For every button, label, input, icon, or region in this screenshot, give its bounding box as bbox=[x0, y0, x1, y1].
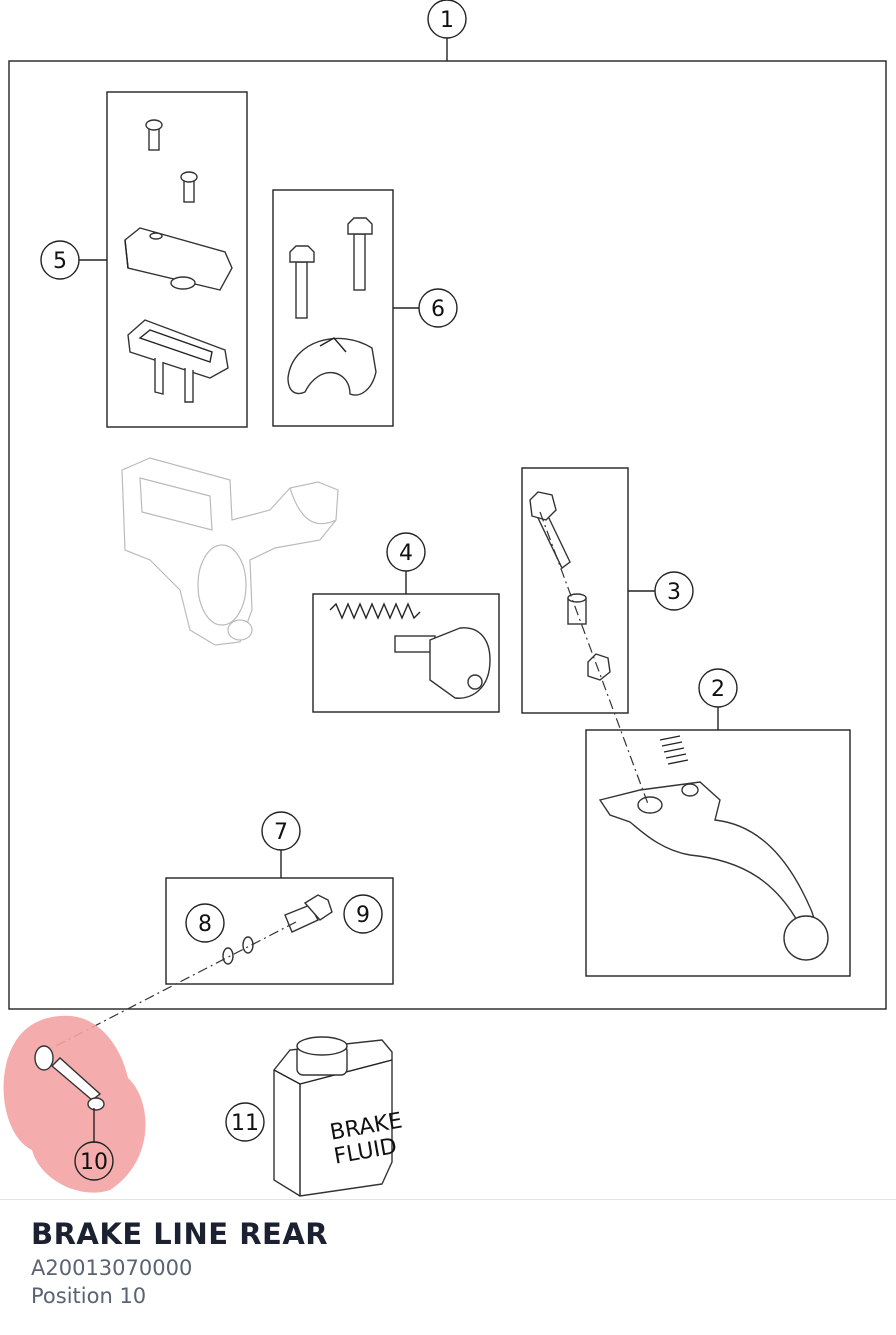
part-number: A20013070000 bbox=[31, 1256, 193, 1280]
callout-2[interactable]: 2 bbox=[698, 668, 738, 708]
svg-text:2: 2 bbox=[711, 677, 725, 702]
group-6-clamp[interactable] bbox=[272, 189, 419, 427]
callout-11[interactable]: 11 bbox=[225, 1102, 265, 1142]
svg-text:10: 10 bbox=[80, 1150, 108, 1175]
callout-1[interactable]: 1 bbox=[427, 0, 467, 39]
section-divider bbox=[0, 1199, 896, 1200]
svg-text:3: 3 bbox=[667, 580, 681, 605]
group-3-lever-bolt[interactable] bbox=[521, 467, 655, 714]
callout-9[interactable]: 9 bbox=[343, 894, 383, 934]
svg-text:11: 11 bbox=[231, 1111, 259, 1136]
callout-5[interactable]: 5 bbox=[40, 240, 80, 280]
svg-text:9: 9 bbox=[356, 903, 370, 928]
item-11-brake-fluid-bottle[interactable]: BRAKE FLUID bbox=[273, 1036, 404, 1197]
svg-text:6: 6 bbox=[431, 297, 445, 322]
svg-text:8: 8 bbox=[198, 912, 212, 937]
group-5-reservoir-cover[interactable] bbox=[79, 91, 248, 428]
callout-7[interactable]: 7 bbox=[261, 811, 301, 851]
exploded-parts-diagram: BRAKE FLUID 1 2 3 4 5 6 7 8 9 10 bbox=[3, 0, 887, 1197]
callout-8[interactable]: 8 bbox=[185, 903, 225, 943]
callout-10[interactable]: 10 bbox=[74, 1141, 114, 1181]
group-2-brake-lever[interactable] bbox=[585, 707, 851, 977]
master-cylinder-housing bbox=[121, 457, 339, 646]
svg-text:4: 4 bbox=[399, 541, 413, 566]
part-position: Position 10 bbox=[31, 1284, 147, 1308]
selected-part-highlight bbox=[3, 1015, 146, 1193]
part-info-panel: BRAKE LINE REAR A20013070000 Position 10 bbox=[31, 1214, 328, 1310]
group-4-piston[interactable] bbox=[312, 571, 500, 713]
callout-4[interactable]: 4 bbox=[386, 532, 426, 572]
group-7-banjo-bolt[interactable] bbox=[165, 850, 394, 985]
callout-6[interactable]: 6 bbox=[418, 288, 458, 328]
svg-text:1: 1 bbox=[440, 8, 454, 33]
svg-text:7: 7 bbox=[274, 820, 288, 845]
item-10-brake-line[interactable] bbox=[34, 1045, 105, 1143]
part-title: BRAKE LINE REAR bbox=[31, 1217, 329, 1251]
svg-text:5: 5 bbox=[53, 249, 67, 274]
callout-3[interactable]: 3 bbox=[654, 571, 694, 611]
